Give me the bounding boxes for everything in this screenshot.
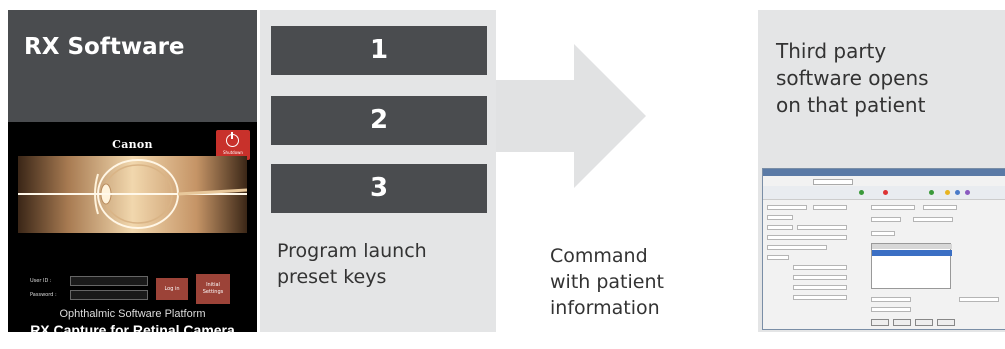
form-field[interactable] [871, 231, 895, 236]
rx-capture-screen: Canon Shutdown User ID : Password : Log … [8, 122, 257, 332]
preset-key-3[interactable]: 3 [271, 164, 487, 213]
toolbar-icon-3[interactable] [965, 190, 970, 195]
rx-software-panel: RX Software Canon Shutdown User ID : Pas… [8, 10, 257, 332]
preset-key-1[interactable]: 1 [271, 26, 487, 75]
form-field[interactable] [793, 275, 847, 280]
password-label: Password : [30, 292, 57, 298]
form-field[interactable] [871, 217, 901, 222]
third-party-caption-line1: Third party [776, 39, 887, 63]
canon-logo: Canon [112, 138, 153, 151]
command-caption-line1: Command [550, 245, 648, 267]
capture-title: RX Capture for Retinal Camera [30, 322, 235, 332]
window-toolbar [763, 186, 1005, 200]
form-field[interactable] [813, 205, 847, 210]
toolbar-icon-1[interactable] [945, 190, 950, 195]
form-field[interactable] [913, 217, 953, 222]
rx-software-title: RX Software [24, 34, 185, 60]
form-field[interactable] [871, 307, 911, 312]
form-field[interactable] [797, 225, 847, 230]
command-caption-line2: with patient [550, 271, 664, 293]
preset-keys-caption-line1: Program launch [277, 240, 427, 262]
form-field[interactable] [871, 205, 915, 210]
preset-keys-caption: Program launch preset keys [277, 238, 427, 290]
status-red-icon [883, 190, 888, 195]
eye-cross-section-image [18, 156, 247, 233]
platform-text: Ophthalmic Software Platform [59, 308, 206, 320]
login-button[interactable]: Log in [156, 278, 188, 300]
eye-diagram [18, 159, 247, 229]
power-icon [226, 132, 239, 147]
window-button-3[interactable] [915, 319, 933, 326]
form-field[interactable] [767, 245, 827, 250]
command-caption-line3: information [550, 297, 660, 319]
shutdown-label: Shutdown [223, 150, 243, 155]
user-id-input[interactable] [70, 276, 148, 286]
window-button-4[interactable] [937, 319, 955, 326]
third-party-caption: Third party software opens on that patie… [776, 38, 929, 119]
preset-key-2[interactable]: 2 [271, 96, 487, 145]
initial-settings-button[interactable]: Initial Settings [196, 274, 230, 304]
form-field[interactable] [793, 285, 847, 290]
form-field[interactable] [767, 225, 793, 230]
form-field[interactable] [793, 295, 847, 300]
third-party-software-window [762, 168, 1005, 330]
form-field[interactable] [923, 205, 957, 210]
window-button-1[interactable] [871, 319, 889, 326]
command-caption: Command with patient information [550, 243, 664, 321]
third-party-caption-line3: on that patient [776, 93, 926, 117]
password-input[interactable] [70, 290, 148, 300]
window-tab[interactable] [813, 179, 853, 185]
form-field[interactable] [959, 297, 999, 302]
form-field[interactable] [793, 265, 847, 270]
status-green-icon [859, 190, 864, 195]
window-titlebar [763, 169, 1005, 176]
third-party-caption-line2: software opens [776, 66, 929, 90]
patient-list-grid[interactable] [871, 243, 952, 289]
form-field[interactable] [767, 235, 847, 240]
grid-header [872, 244, 952, 249]
form-field[interactable] [871, 297, 911, 302]
window-button-2[interactable] [893, 319, 911, 326]
form-field[interactable] [767, 215, 793, 220]
rx-software-header: RX Software [8, 10, 257, 122]
status-green-icon-2 [929, 190, 934, 195]
toolbar-icon-2[interactable] [955, 190, 960, 195]
selected-patient-row[interactable] [872, 250, 952, 256]
shutdown-button[interactable]: Shutdown [216, 130, 250, 160]
form-field[interactable] [767, 205, 807, 210]
third-party-panel: Third party software opens on that patie… [758, 10, 1005, 332]
flow-arrow-icon [496, 44, 646, 188]
user-id-label: User ID : [30, 278, 52, 284]
form-field[interactable] [767, 255, 789, 260]
preset-keys-caption-line2: preset keys [277, 266, 387, 288]
preset-keys-panel: 1 2 3 Program launch preset keys [260, 10, 496, 332]
